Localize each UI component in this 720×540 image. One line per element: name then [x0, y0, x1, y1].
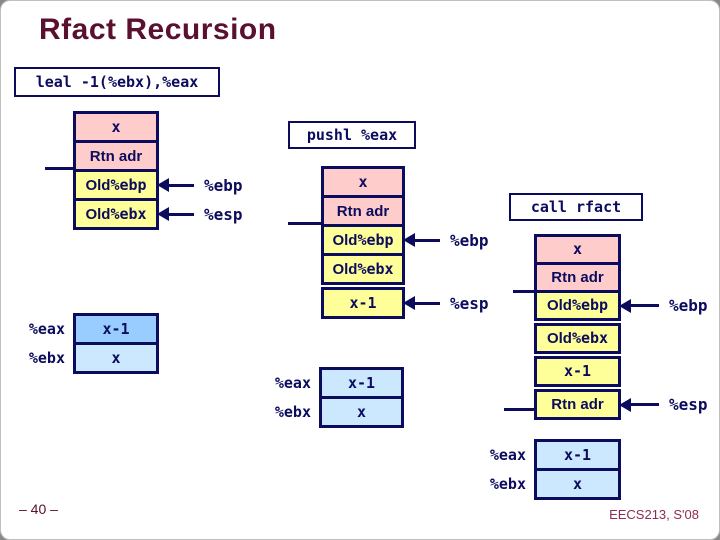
- ebp-pointer-arrow: %ebp: [403, 230, 489, 250]
- cell-label-mono: %ebp: [571, 296, 609, 314]
- arrowhead-left-icon: [619, 397, 631, 412]
- instruction-call: call rfact: [509, 193, 643, 221]
- regs-right-label-ebx: %ebx: [489, 475, 526, 493]
- esp-pointer-arrow: %esp: [157, 204, 243, 224]
- ebp-pointer-arrow: %ebp: [157, 175, 243, 195]
- course-footer: EECS213, S'08: [609, 507, 699, 522]
- cell-label-mono: x-1: [349, 293, 377, 312]
- cell-label-sans: Rtn adr: [336, 202, 390, 220]
- regs-left-value-ebx: x: [76, 342, 156, 371]
- page-number: – 40 –: [19, 501, 58, 517]
- esp-register-label: %esp: [669, 395, 708, 414]
- stack-after-push-cell-x: x: [321, 166, 405, 198]
- ebp-pointer-arrow: %ebp: [619, 296, 708, 315]
- arrowhead-left-icon: [157, 207, 169, 221]
- regs-left-label-eax: %eax: [28, 320, 65, 338]
- frame-boundary-line-3: [504, 408, 535, 411]
- arrowhead-left-icon: [157, 178, 169, 192]
- cell-label-sans: Old: [546, 330, 572, 347]
- frame-boundary-line-0: [45, 167, 73, 170]
- cell-label-sans: Rtn adr: [551, 396, 604, 413]
- esp-register-label: %esp: [204, 204, 243, 224]
- stack-after-call-cell-x-1: x-1: [534, 356, 621, 387]
- stack-before-push-cell-old-ebp: Old %ebp: [73, 169, 159, 201]
- cell-label-mono: x: [572, 240, 583, 258]
- stack-after-push-cell-old-ebx: Old %ebx: [321, 253, 405, 285]
- instruction-leal: leal -1(%ebx),%eax: [14, 67, 220, 97]
- regs-middle-value-ebx: x: [322, 396, 401, 425]
- frame-boundary-line-2: [513, 290, 534, 293]
- esp-register-label: %esp: [450, 293, 489, 313]
- arrow-shaft: [631, 403, 659, 406]
- stack-after-call-cell-rtn-adr: Rtn adr: [534, 262, 621, 293]
- arrow-shaft: [631, 304, 659, 307]
- frame-boundary-line-1: [288, 222, 321, 225]
- stack-after-call-cell-x: x: [534, 234, 621, 265]
- regs-middle-label-ebx: %ebx: [274, 403, 311, 421]
- slide-title: Rfact Recursion: [39, 13, 277, 46]
- stack-after-push-cell-rtn-adr: Rtn adr: [321, 195, 405, 227]
- stack-before-push-cell-old-ebx: Old %ebx: [73, 198, 159, 230]
- cell-label-mono: %ebp: [110, 175, 147, 194]
- esp-pointer-arrow: %esp: [403, 293, 489, 313]
- arrow-shaft: [415, 238, 440, 242]
- stack-after-call-cell-old-ebx: Old %ebx: [534, 323, 621, 354]
- arrowhead-left-icon: [619, 298, 631, 313]
- ebp-register-label: %ebp: [669, 296, 708, 315]
- cell-label-mono: %ebp: [357, 230, 394, 249]
- regs-right-value-eax: x-1: [537, 442, 618, 468]
- cell-label-sans: Rtn adr: [89, 147, 143, 165]
- stack-after-push-cell-old-ebp: Old %ebp: [321, 224, 405, 256]
- cell-label-sans: Old: [332, 231, 358, 249]
- stack-after-call-cell-rtn-adr: Rtn adr: [534, 389, 621, 420]
- stack-after-push-cell-x-1: x-1: [321, 287, 405, 319]
- stack-before-push-cell-rtn-adr: Rtn adr: [73, 140, 159, 172]
- regs-right-value-ebx: x: [537, 468, 618, 497]
- cell-label-mono: x: [358, 172, 368, 191]
- cell-label-sans: Old: [85, 205, 111, 223]
- regs-right-label-eax: %eax: [489, 446, 526, 464]
- esp-pointer-arrow: %esp: [619, 395, 708, 414]
- cell-label-mono: %ebx: [571, 329, 609, 347]
- arrow-shaft: [169, 183, 194, 187]
- instruction-pushl: pushl %eax: [288, 121, 416, 149]
- cell-label-mono: %ebx: [357, 259, 394, 278]
- regs-middle-label-eax: %eax: [274, 374, 311, 392]
- cell-label-sans: Old: [332, 260, 358, 278]
- cell-label-mono: x: [111, 117, 121, 136]
- regs-left-label-ebx: %ebx: [28, 349, 65, 367]
- cell-label-mono: %ebx: [110, 204, 147, 223]
- ebp-register-label: %ebp: [450, 230, 489, 250]
- cell-label-mono: x-1: [563, 362, 592, 380]
- arrowhead-left-icon: [403, 233, 415, 247]
- arrow-shaft: [415, 301, 440, 305]
- cell-label-sans: Rtn adr: [551, 269, 604, 286]
- cell-label-sans: Old: [85, 176, 111, 194]
- regs-middle-value-eax: x-1: [322, 370, 401, 396]
- arrowhead-left-icon: [403, 296, 415, 310]
- arrow-shaft: [169, 212, 194, 216]
- regs-left-value-eax: x-1: [76, 316, 156, 342]
- stack-before-push-cell-x: x: [73, 111, 159, 143]
- ebp-register-label: %ebp: [204, 175, 243, 195]
- stack-after-call-cell-old-ebp: Old %ebp: [534, 290, 621, 321]
- cell-label-sans: Old: [546, 297, 572, 314]
